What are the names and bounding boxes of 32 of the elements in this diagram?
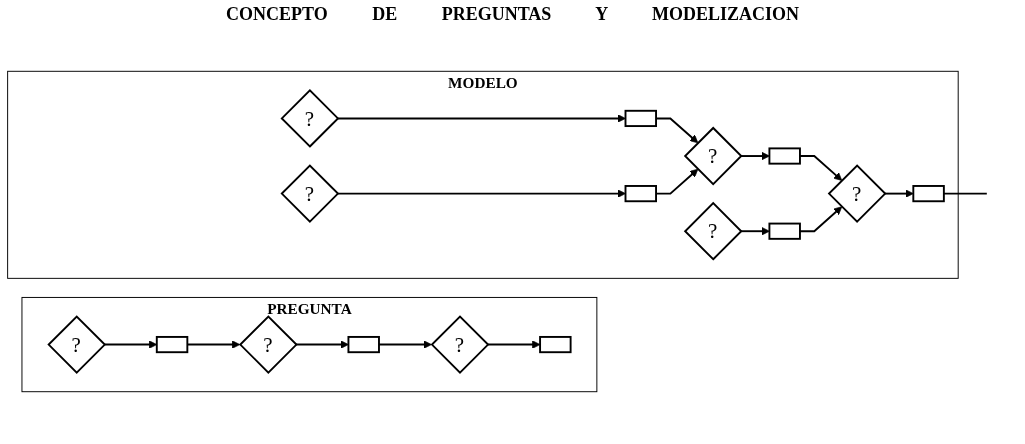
node-box: [155, 335, 189, 354]
node-diamond: ?: [280, 89, 340, 148]
node-diamond: ?: [238, 315, 298, 374]
node-diamond: ?: [280, 164, 340, 223]
arrow: [186, 340, 241, 349]
node-box: [624, 109, 657, 128]
node-box: [347, 335, 380, 354]
diagram-title: CONCEPTO DE PREGUNTAS Y MODELIZACION: [224, 3, 800, 26]
arrow: [799, 206, 843, 233]
arrow: [655, 168, 699, 195]
arrow: [739, 151, 770, 161]
arrow: [799, 155, 843, 181]
arrow: [336, 189, 626, 198]
node-box: [768, 147, 801, 165]
arrow: [655, 117, 699, 144]
arrow: [883, 189, 914, 198]
node-diamond: ?: [683, 126, 743, 186]
arrow: [336, 114, 626, 123]
connector: [942, 192, 988, 195]
arrow: [103, 340, 158, 349]
node-diamond: ?: [683, 201, 743, 261]
node-box: [624, 185, 657, 203]
node-diamond: ?: [430, 315, 490, 374]
arrow: [294, 340, 349, 349]
node-diamond: ?: [827, 164, 887, 223]
arrow: [739, 227, 770, 236]
node-diamond: ?: [47, 315, 107, 374]
arrow: [378, 340, 432, 349]
arrow: [486, 340, 541, 349]
node-box: [768, 222, 801, 240]
node-box: [539, 335, 572, 354]
node-box: [912, 185, 945, 203]
